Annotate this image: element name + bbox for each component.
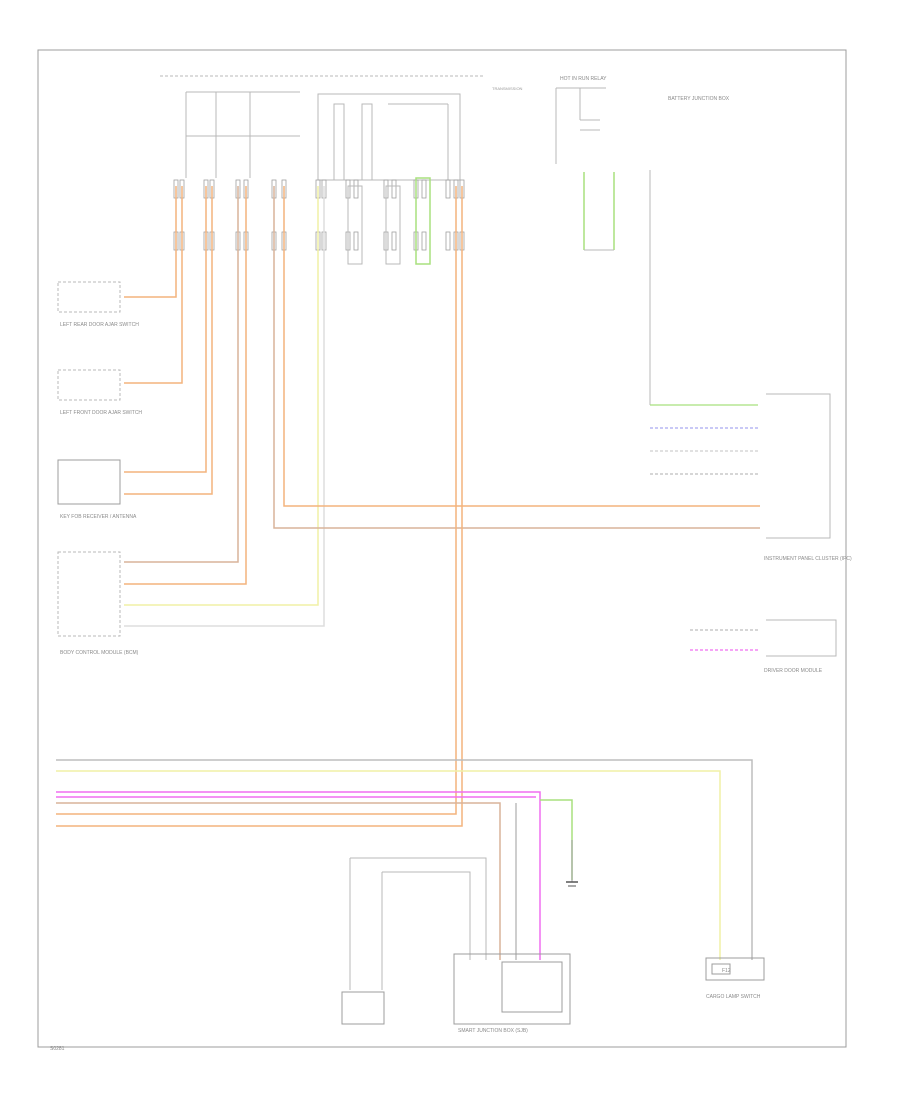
connector-pin [353, 179, 359, 199]
fuse-label: F12 [722, 968, 731, 974]
connector-pin [421, 179, 427, 199]
l2-label: LEFT FRONT DOOR AJAR SWITCH [60, 410, 142, 416]
connector-pin [421, 231, 427, 251]
diagram-border [37, 49, 847, 1048]
r3-label: INSTRUMENT PANEL CLUSTER (IPC) [764, 556, 852, 562]
connector-pin [353, 231, 359, 251]
diagram-code: S0281 [50, 1046, 65, 1052]
l1-label: LEFT REAR DOOR AJAR SWITCH [60, 322, 139, 328]
top-pins-left [173, 179, 465, 251]
r4-label: DRIVER DOOR MODULE [764, 668, 823, 674]
right-module-lower: DRIVER DOOR MODULE [690, 619, 837, 674]
key-fob-receiver: KEY FOB RECEIVER / ANTENNA [57, 459, 137, 520]
orange-wiring [56, 186, 760, 960]
connector-pin [445, 179, 451, 199]
right-module-upper: INSTRUMENT PANEL CLUSTER (IPC) [650, 393, 852, 562]
battery-jb-label: BATTERY JUNCTION BOX [668, 96, 730, 102]
green-connector [415, 177, 431, 265]
cargo-lamp-switch: F12 CARGO LAMP SWITCH [705, 957, 765, 1000]
hot-in-run-label: HOT IN RUN RELAY [560, 76, 607, 82]
connector-pin [391, 179, 397, 199]
cargo-label: CARGO LAMP SWITCH [706, 994, 761, 1000]
connector-pin [445, 231, 451, 251]
body-control-module: BODY CONTROL MODULE (BCM) [57, 551, 139, 656]
smart-junction-box: SMART JUNCTION BOX (SJB) [341, 857, 571, 1034]
top-connector-group [160, 75, 484, 181]
l3-label: KEY FOB RECEIVER / ANTENNA [60, 514, 137, 520]
sjb-label: SMART JUNCTION BOX (SJB) [458, 1028, 528, 1034]
hot-in-run-relay: HOT IN RUN RELAY BATTERY JUNCTION BOX TR… [492, 76, 730, 164]
bottom-harness [56, 759, 753, 960]
connector-pin [391, 231, 397, 251]
transmission-note: TRANSMISSION [492, 86, 523, 91]
ground-symbol [566, 840, 578, 887]
left-rear-door-switch: LEFT REAR DOOR AJAR SWITCH [57, 281, 139, 328]
left-front-door-switch: LEFT FRONT DOOR AJAR SWITCH [57, 369, 142, 416]
l4-label: BODY CONTROL MODULE (BCM) [60, 650, 139, 656]
